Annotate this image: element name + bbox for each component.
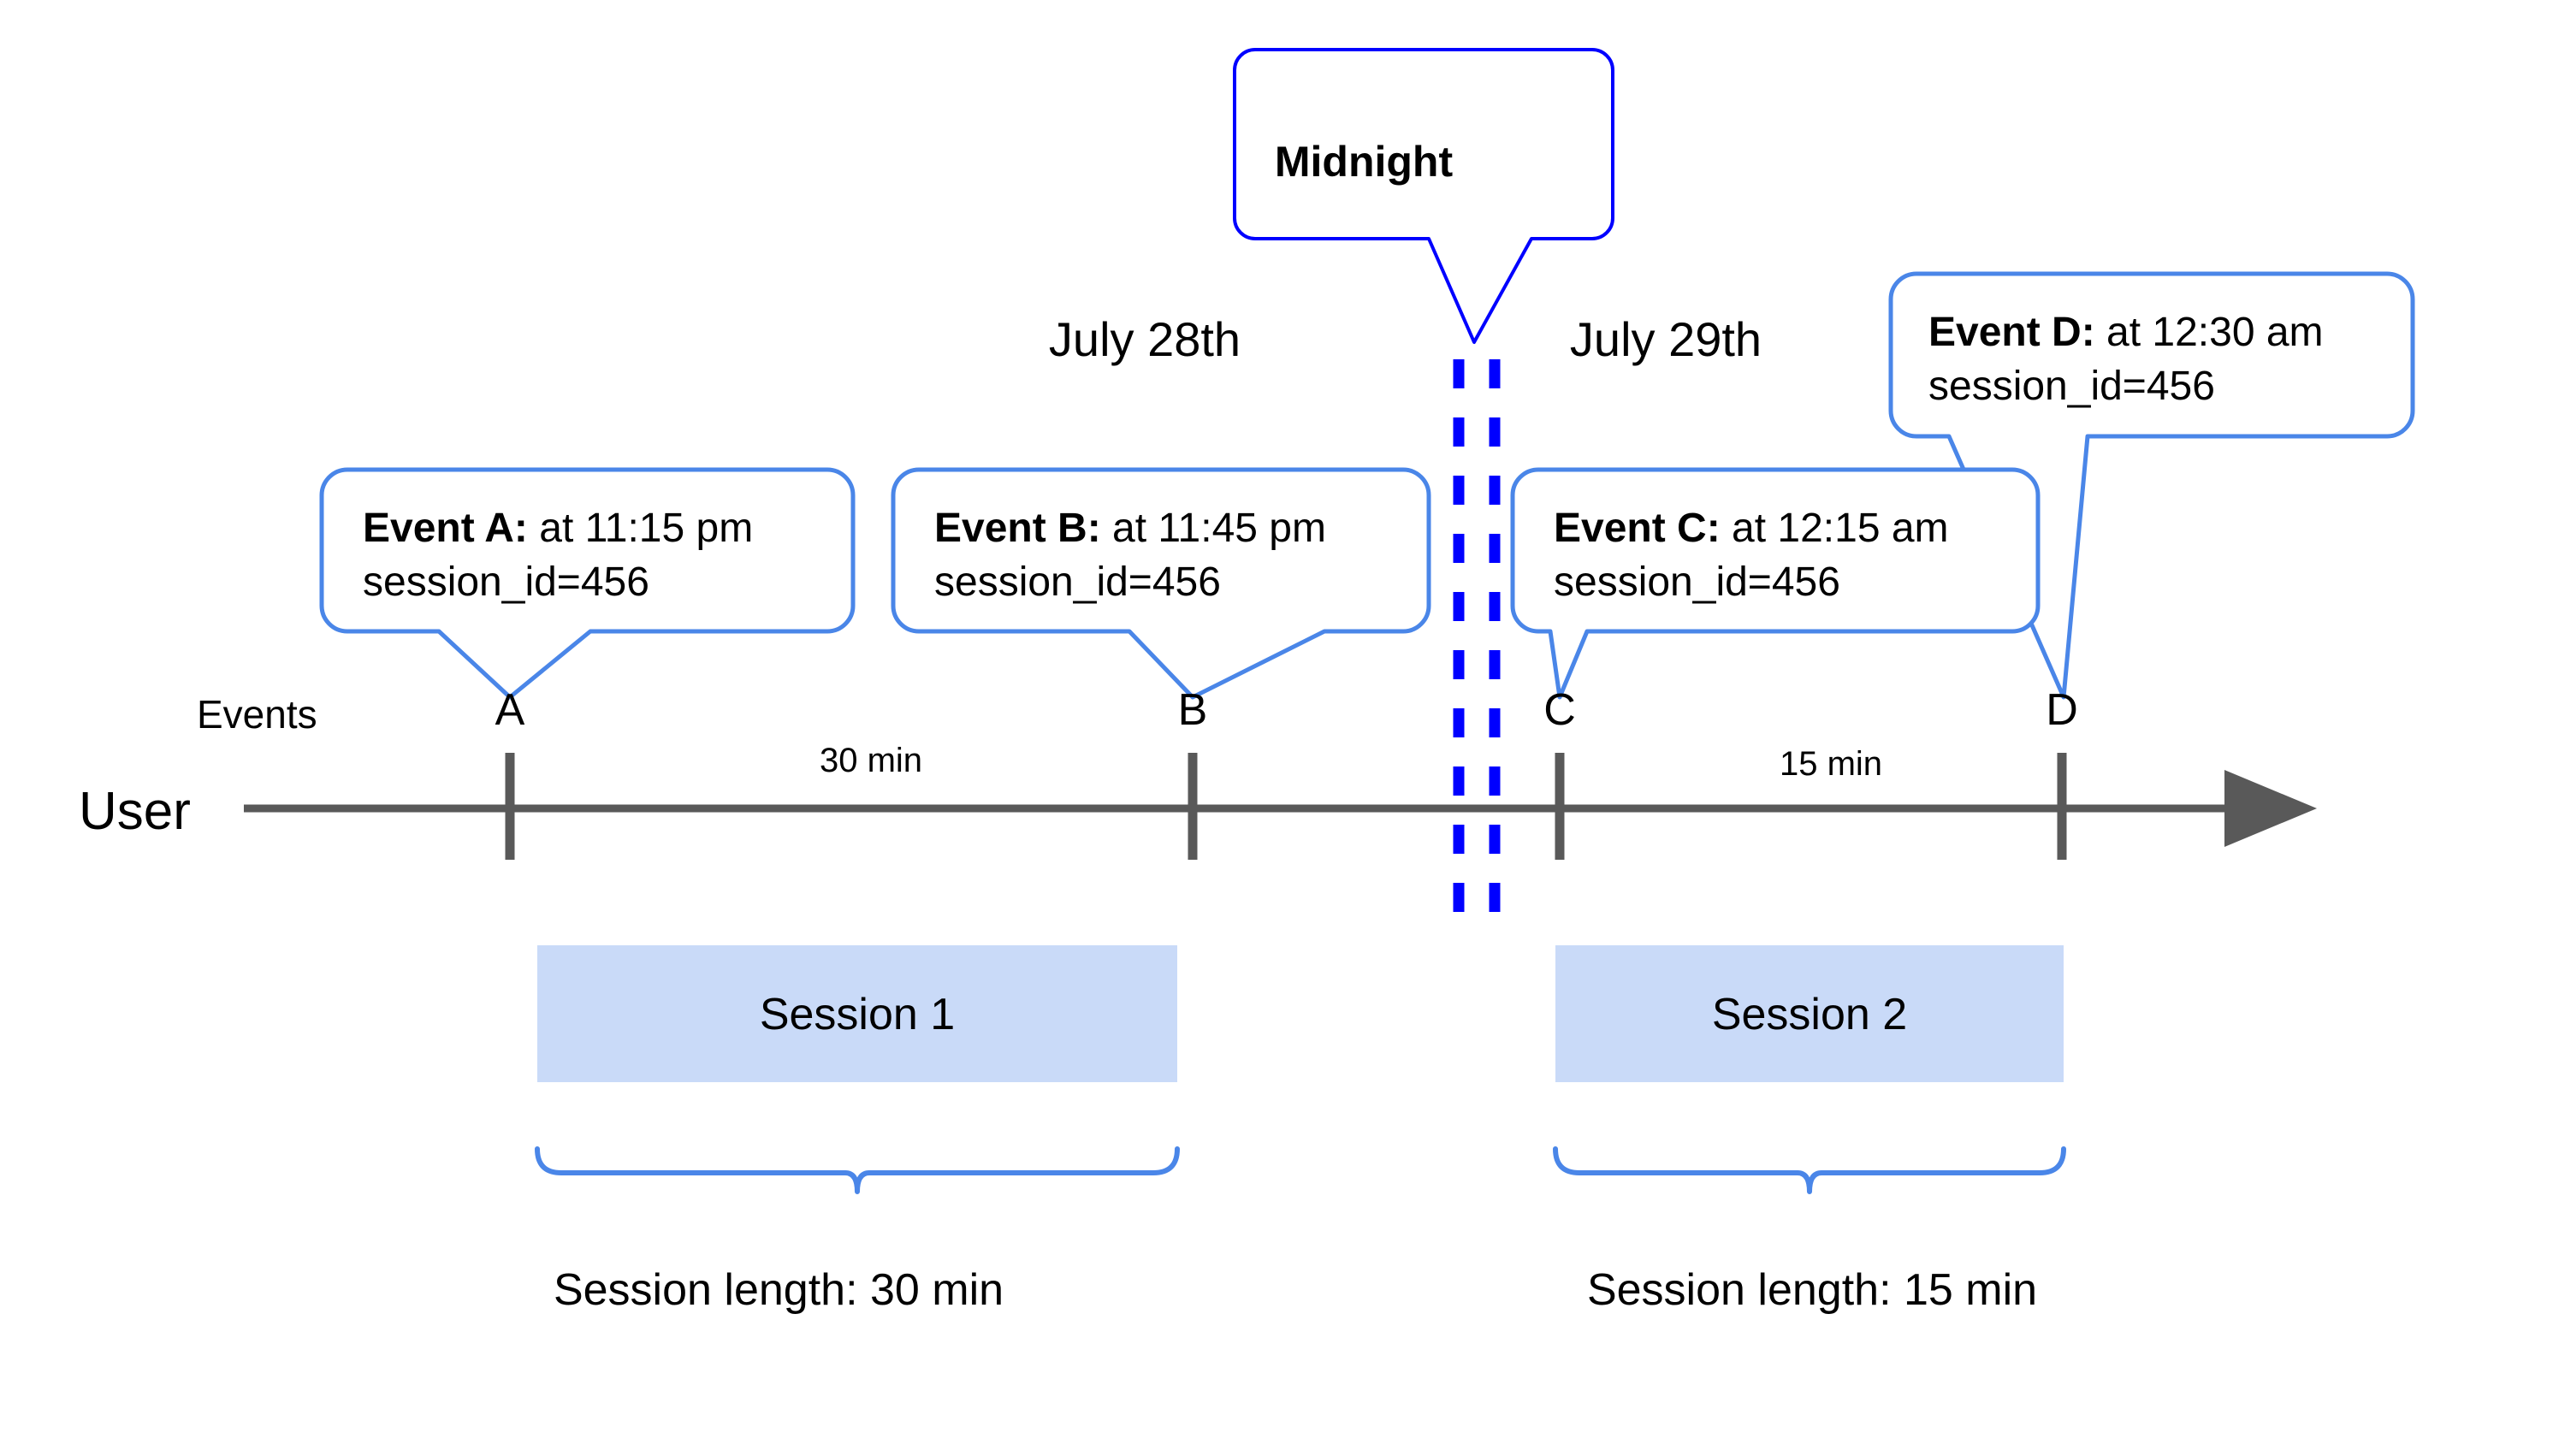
midnight-callout-shape: [1233, 48, 1614, 344]
callout-line2-event-b: session_id=456: [934, 559, 1221, 606]
callout-detail-event-a: at 11:15 pm: [527, 506, 754, 551]
callout-title-event-a: Event A:: [363, 506, 528, 551]
callout-text-event-a: Event A: at 11:15 pm session_id=456: [363, 501, 753, 610]
callout-detail-event-b: at 11:45 pm: [1100, 506, 1326, 551]
events-row-label: Events: [197, 692, 317, 737]
callout-title-event-d: Event D:: [1928, 310, 2095, 355]
user-row-label: User: [79, 782, 191, 841]
callout-title-event-c: Event C:: [1554, 506, 1721, 551]
gap-label-15-min: 15 min: [1779, 745, 1883, 783]
gap-label-30-min: 30 min: [819, 742, 923, 779]
callout-text-event-b: Event B: at 11:45 pm session_id=456: [934, 501, 1326, 610]
tick-label-b: B: [1177, 685, 1208, 735]
callout-line2-event-d: session_id=456: [1928, 364, 2215, 410]
callout-text-event-c: Event C: at 12:15 am session_id=456: [1554, 501, 1949, 610]
callout-detail-event-d: at 12:30 am: [2094, 310, 2324, 355]
callout-shape-event-c: [1510, 467, 2041, 700]
session-brace-2: [1553, 1146, 2066, 1194]
session-bar-1: [537, 945, 1177, 1082]
tick-label-c: C: [1543, 685, 1576, 735]
date-label-july-28: July 28th: [1048, 312, 1241, 366]
callout-title-event-b: Event B:: [934, 506, 1101, 551]
callout-shape-event-b: [891, 467, 1431, 700]
midnight-label: Midnight: [1274, 138, 1454, 186]
date-label-july-29: July 29th: [1569, 312, 1762, 366]
session-brace-1: [535, 1146, 1180, 1194]
session-length-label-1: Session length: 30 min: [553, 1265, 1004, 1315]
tick-label-d: D: [2046, 685, 2078, 735]
callout-text-event-d: Event D: at 12:30 am session_id=456: [1928, 305, 2324, 414]
session-bar-2: [1555, 945, 2064, 1082]
callout-line2-event-a: session_id=456: [363, 559, 649, 606]
callout-line2-event-c: session_id=456: [1554, 559, 1840, 606]
timeline-axis: [244, 753, 2317, 860]
callout-detail-event-c: at 12:15 am: [1720, 506, 1949, 551]
tick-label-a: A: [495, 685, 525, 735]
callout-shape-event-a: [319, 467, 856, 700]
midnight-dashed-lines: [1453, 359, 1501, 914]
session-length-label-2: Session length: 15 min: [1586, 1265, 2038, 1315]
session-bar-label-1: Session 1: [759, 990, 956, 1039]
session-bar-label-2: Session 2: [1711, 990, 1908, 1039]
